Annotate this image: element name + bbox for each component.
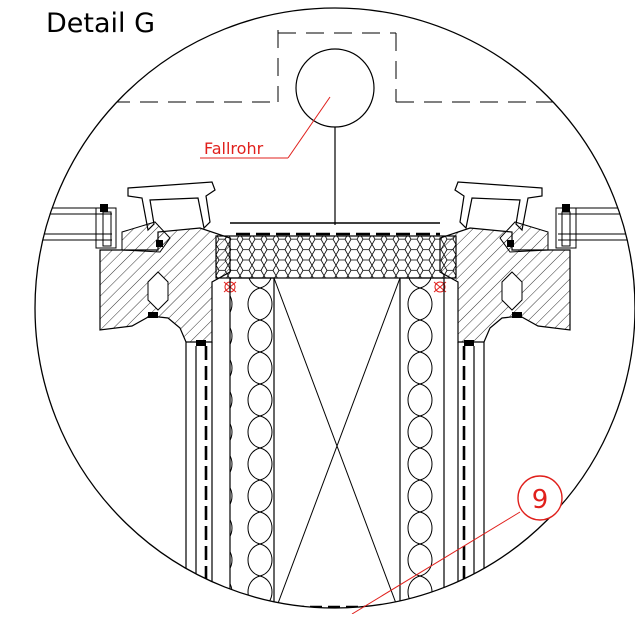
detail-number-label: 9 (532, 485, 549, 515)
fallrohr-label: Fallrohr (204, 139, 264, 158)
detail-number-circle (517, 475, 563, 521)
left-profile-chamber (147, 271, 169, 311)
honeycomb-insulation (215, 235, 457, 279)
left-wool-insulation (229, 277, 275, 608)
detail-9-callout: 9 (351, 475, 563, 615)
right-wool-insulation (399, 277, 445, 608)
right-profile-chamber (501, 271, 523, 311)
left-clamp-profile (121, 221, 171, 253)
dashed-opening (35, 30, 635, 103)
right-wall-shell (457, 342, 485, 608)
left-cap (127, 181, 216, 232)
drawing-title: Detail G (46, 8, 156, 39)
fallrohr-callout: Fallrohr (200, 96, 331, 159)
left-wall-shell (185, 342, 213, 608)
left-frame (35, 207, 117, 249)
right-frame (555, 207, 635, 249)
right-cap (454, 181, 543, 232)
right-clamp-profile (499, 221, 549, 253)
downpipe-circle (295, 48, 375, 128)
gaskets (100, 204, 570, 346)
shaft-void (273, 277, 401, 608)
drawing-content (35, 30, 635, 608)
